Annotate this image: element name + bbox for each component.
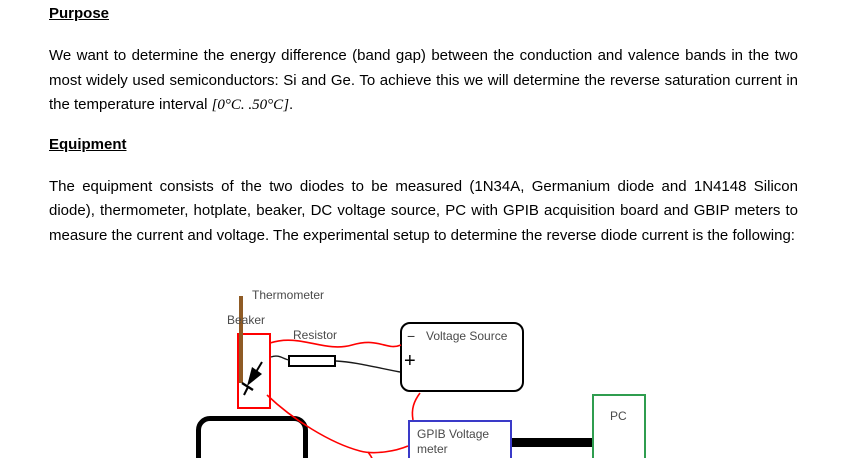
diode-cathode-bar [241,381,254,392]
red-wire-to-minus-terminal [269,339,402,348]
equipment-heading: Equipment [49,135,127,153]
diode-cathode-lead [243,386,249,396]
beaker-box [237,333,271,409]
gpib-meter-label-line2: meter [417,442,448,456]
gpib-cable [512,438,592,447]
document-text-column: Purpose We want to determine the energy … [49,5,798,248]
black-wire-beaker-to-resistor [270,355,290,361]
experimental-setup-diagram: Thermometer Beaker Resistor Voltage Sour… [0,285,843,458]
resistor-label: Resistor [293,328,338,342]
purpose-heading: Purpose [49,5,110,22]
hotplate-box [196,416,308,458]
red-wire-source-to-meter [411,392,421,421]
minus-terminal-label: − [407,328,416,344]
purpose-text: We want to determine the energy differen… [49,47,798,113]
diode-anode-lead [255,361,263,373]
diagram-wires-layer [239,296,592,458]
red-wire-beaker-to-meter [266,394,409,454]
plus-terminal-label: + [404,350,416,372]
black-wire-resistor-to-source [335,360,401,373]
gpib-voltage-meter-box [408,420,512,458]
thermometer-label: Thermometer [252,288,325,302]
diode-symbol-icon [241,361,263,396]
resistor-box [288,355,336,367]
voltage-source-box [400,322,524,392]
voltage-source-label: Voltage Source [426,329,508,343]
equipment-paragraph: The equipment consists of the two diodes… [49,177,798,244]
purpose-paragraph: We want to determine the energy differen… [49,44,798,118]
gpib-meter-label-line1: GPIB Voltage [417,427,490,441]
beaker-label: Beaker [227,313,266,327]
purpose-period: . [289,96,294,113]
diode-triangle [247,367,262,386]
purpose-temperature-interval: [0°C. .50°C] [211,97,290,113]
pc-box [592,394,646,458]
red-wire-tail [367,451,373,458]
pc-label: PC [610,409,627,423]
